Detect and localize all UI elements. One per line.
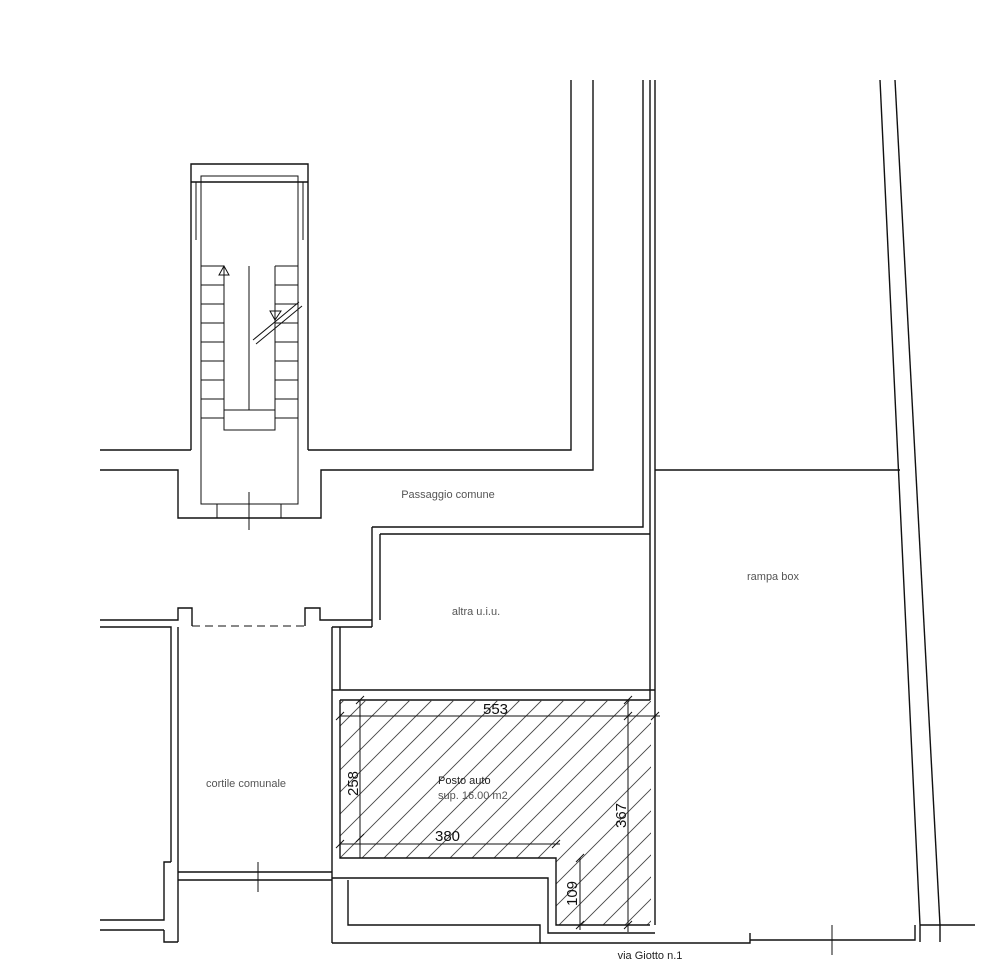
hatch-line xyxy=(744,700,998,960)
hatch-line xyxy=(656,700,916,960)
hatch-line xyxy=(523,700,651,925)
hatch-line xyxy=(700,700,960,960)
hatch-line xyxy=(340,700,499,925)
hatch-line xyxy=(340,700,543,925)
hatch-line xyxy=(340,700,411,925)
stair-treads-left xyxy=(201,265,224,419)
ramp-walls xyxy=(879,79,975,942)
corridor-walls xyxy=(100,80,900,925)
staircase xyxy=(190,163,309,530)
label-cortile: cortile comunale xyxy=(206,778,286,790)
hatch-line xyxy=(340,700,345,925)
stair-cut-line xyxy=(252,301,300,341)
hatch-line xyxy=(898,700,998,960)
hatch-line xyxy=(369,700,631,925)
hatch-line xyxy=(876,700,998,960)
parking-hatch xyxy=(40,700,998,960)
dim-258: 258 xyxy=(345,771,362,796)
hatch-line xyxy=(340,700,455,925)
dimension-lines xyxy=(335,695,660,932)
hatch-line xyxy=(567,700,651,925)
label-posto-sup: sup. 16.00 m2 xyxy=(438,790,508,802)
dim-553: 553 xyxy=(483,701,508,718)
hatch-line xyxy=(788,700,998,960)
hatch-line xyxy=(457,700,651,925)
hatch-line xyxy=(479,700,651,925)
hatch-line xyxy=(340,700,565,925)
dim-367: 367 xyxy=(613,803,630,828)
courtyard-walls xyxy=(100,607,372,943)
hatch-line xyxy=(920,700,998,960)
hatch-line xyxy=(40,700,300,960)
hatch-line xyxy=(435,700,651,925)
hatch-line xyxy=(340,700,367,925)
hatch-line xyxy=(854,700,998,960)
label-address: via Giotto n.1 xyxy=(618,950,683,962)
parking-space xyxy=(40,689,998,960)
up-arrow-icon xyxy=(218,264,230,276)
hatch-line xyxy=(942,700,998,960)
hatch-line xyxy=(340,700,477,925)
hatch-line xyxy=(391,700,651,925)
hatch-line xyxy=(62,700,322,960)
label-posto-auto: Posto auto xyxy=(438,775,491,787)
hatch-line xyxy=(589,700,651,925)
down-arrow-icon xyxy=(269,310,282,321)
label-rampa-box: rampa box xyxy=(747,571,799,583)
hatch-line xyxy=(964,700,998,960)
hatch-line xyxy=(633,700,651,925)
hatch-line xyxy=(986,700,998,960)
hatch-line xyxy=(766,700,998,960)
hatch-line xyxy=(340,700,433,925)
room-labels: Passaggio comune altra u.i.u. rampa box … xyxy=(206,489,800,962)
hatch-line xyxy=(347,700,609,925)
label-altra-uiu: altra u.i.u. xyxy=(452,606,500,618)
hatch-line xyxy=(810,700,998,960)
label-passaggio: Passaggio comune xyxy=(401,489,495,501)
dim-109: 109 xyxy=(564,881,581,906)
hatch-line xyxy=(340,700,521,925)
hatch-line xyxy=(722,700,982,960)
stair-treads-right xyxy=(275,265,298,419)
dimension-labels: 553 258 380 367 109 xyxy=(345,701,630,906)
hatch-line xyxy=(545,700,651,925)
dim-380: 380 xyxy=(435,828,460,845)
hatch-line xyxy=(611,700,651,925)
hatch-line xyxy=(678,700,938,960)
hatch-line xyxy=(340,700,389,925)
